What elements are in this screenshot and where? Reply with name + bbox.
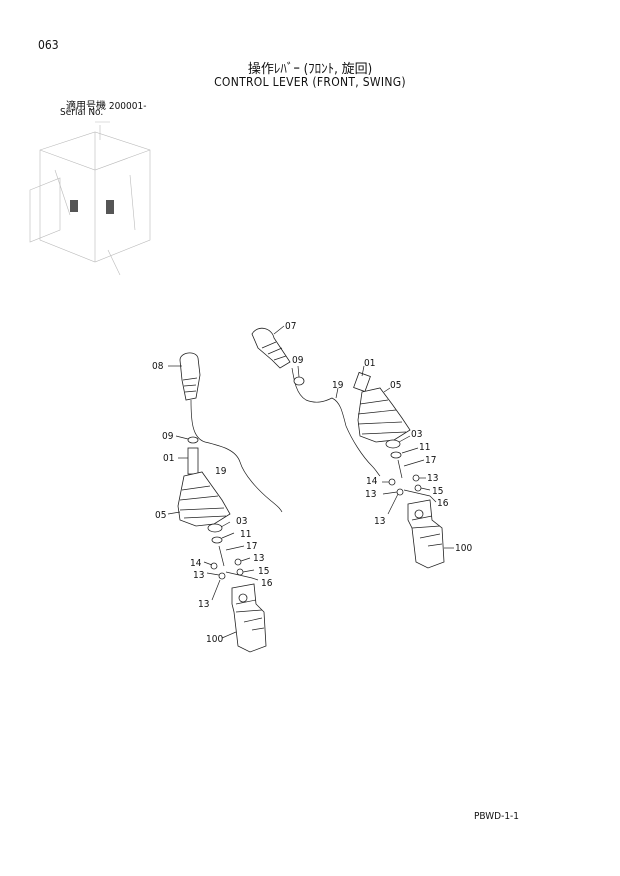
washer-15-left [236, 568, 244, 576]
grip-07-right [251, 327, 291, 369]
screw-13b-right [412, 474, 420, 482]
callout-08: 08 [152, 361, 164, 372]
callout-11: 11 [240, 529, 251, 540]
valve-port-left [238, 593, 248, 603]
callout-13: 13 [374, 516, 385, 527]
page-number: 063 [38, 38, 59, 52]
screw-14-right [388, 478, 396, 486]
callout-13: 13 [253, 553, 264, 564]
wire-19-left [190, 399, 283, 513]
locator-mark-right [106, 200, 114, 214]
callout-13: 13 [193, 570, 204, 581]
callout-05: 05 [390, 380, 401, 391]
locator-sketch [29, 121, 151, 276]
shaft-01-right [353, 371, 371, 393]
washer-03-right [385, 439, 401, 449]
serial-label: Serial No. [60, 107, 104, 118]
plate-11-right [390, 451, 402, 459]
callout-03: 03 [236, 516, 247, 527]
plate-11-left [211, 536, 223, 544]
locator-mark-left [70, 200, 78, 212]
footer-code: PBWD-1-1 [474, 811, 520, 822]
callout-100: 100 [455, 543, 472, 554]
callout-13: 13 [365, 489, 376, 500]
wire-19-right [291, 367, 381, 477]
screw-14-left [210, 562, 218, 570]
callout-17: 17 [425, 455, 436, 466]
callout-03: 03 [411, 429, 422, 440]
callout-09: 09 [292, 355, 304, 366]
callout-11: 11 [419, 442, 430, 453]
callout-01: 01 [163, 453, 174, 464]
callout-15: 15 [432, 486, 443, 497]
callout-19: 19 [332, 380, 344, 391]
page-title: CONTROL LEVER (FRONT, SWING) [214, 75, 406, 89]
ring-09-right [293, 376, 305, 386]
callout-13: 13 [198, 599, 209, 610]
callout-16: 16 [261, 578, 273, 589]
boot-05-left [177, 471, 231, 527]
right-lever-assembly [251, 325, 454, 569]
callout-17: 17 [246, 541, 257, 552]
callout-01: 01 [364, 358, 375, 369]
callout-13: 13 [427, 473, 438, 484]
screw-13b-left [234, 558, 242, 566]
left-callouts: 08 09 01 19 05 03 11 17 14 13 13 15 16 1… [152, 361, 273, 645]
callout-07: 07 [285, 321, 296, 332]
callout-15: 15 [258, 566, 269, 577]
callout-05: 05 [155, 510, 166, 521]
shaft-01-left [187, 447, 199, 475]
left-lever-assembly [167, 352, 283, 653]
washer-15-right [414, 484, 422, 492]
right-callouts: 07 09 01 19 05 03 11 17 14 13 13 15 16 1… [285, 321, 472, 554]
callout-09: 09 [162, 431, 174, 442]
callout-14: 14 [190, 558, 202, 569]
grip-08-left [179, 352, 201, 401]
callout-100: 100 [206, 634, 223, 645]
callout-19: 19 [215, 466, 227, 477]
washer-03-left [207, 523, 223, 533]
boot-05-right [357, 387, 411, 443]
serial-label-japanese: 適用号機 200001- [66, 101, 147, 112]
screw-13-left [218, 572, 226, 580]
ring-09-left [187, 436, 199, 444]
callout-16: 16 [437, 498, 449, 509]
valve-port-right [414, 509, 424, 519]
callout-14: 14 [366, 476, 378, 487]
page-title-japanese: 操作ﾚﾊﾞｰ (ﾌﾛﾝﾄ, 旋回) [247, 62, 373, 77]
